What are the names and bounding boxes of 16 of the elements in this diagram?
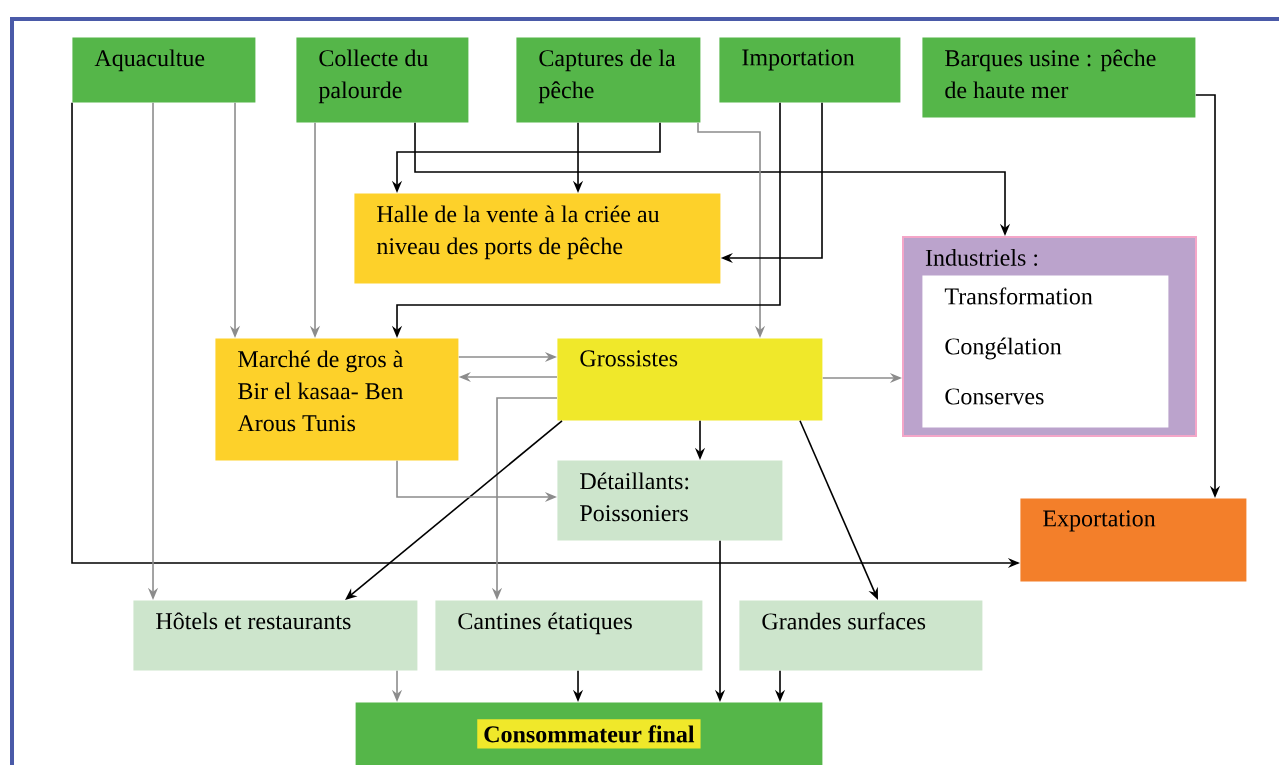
list-box: Transformation Congélation Conserves [922,275,1169,428]
source-box: Importation [719,37,901,103]
retailer-box: Détaillants: Poissoniers [557,460,783,541]
source-box: Collecte du palourde [296,37,469,123]
source-box: Barques usine : pêche de haute mer [922,37,1196,118]
export-box: Exportation [1020,498,1247,582]
source-box: Captures de la pêche [516,37,701,123]
consumer-box: Consommateur final [355,702,823,765]
market-box: Halle de la vente à la criée au niveau des ports de pêche [354,193,721,284]
market-box: Marché de gros à Bir el kasaa- Ben Arous Tunis [215,338,459,461]
arrow [345,419,563,600]
outlet-box: Hôtels et restaurants [133,600,418,671]
outlet-box: Cantines étatiques [435,600,703,671]
outlet-box: Grandes surfaces [739,600,983,671]
wholesaler-box: Grossistes [557,338,823,421]
source-box: Aquacultue [72,37,256,103]
